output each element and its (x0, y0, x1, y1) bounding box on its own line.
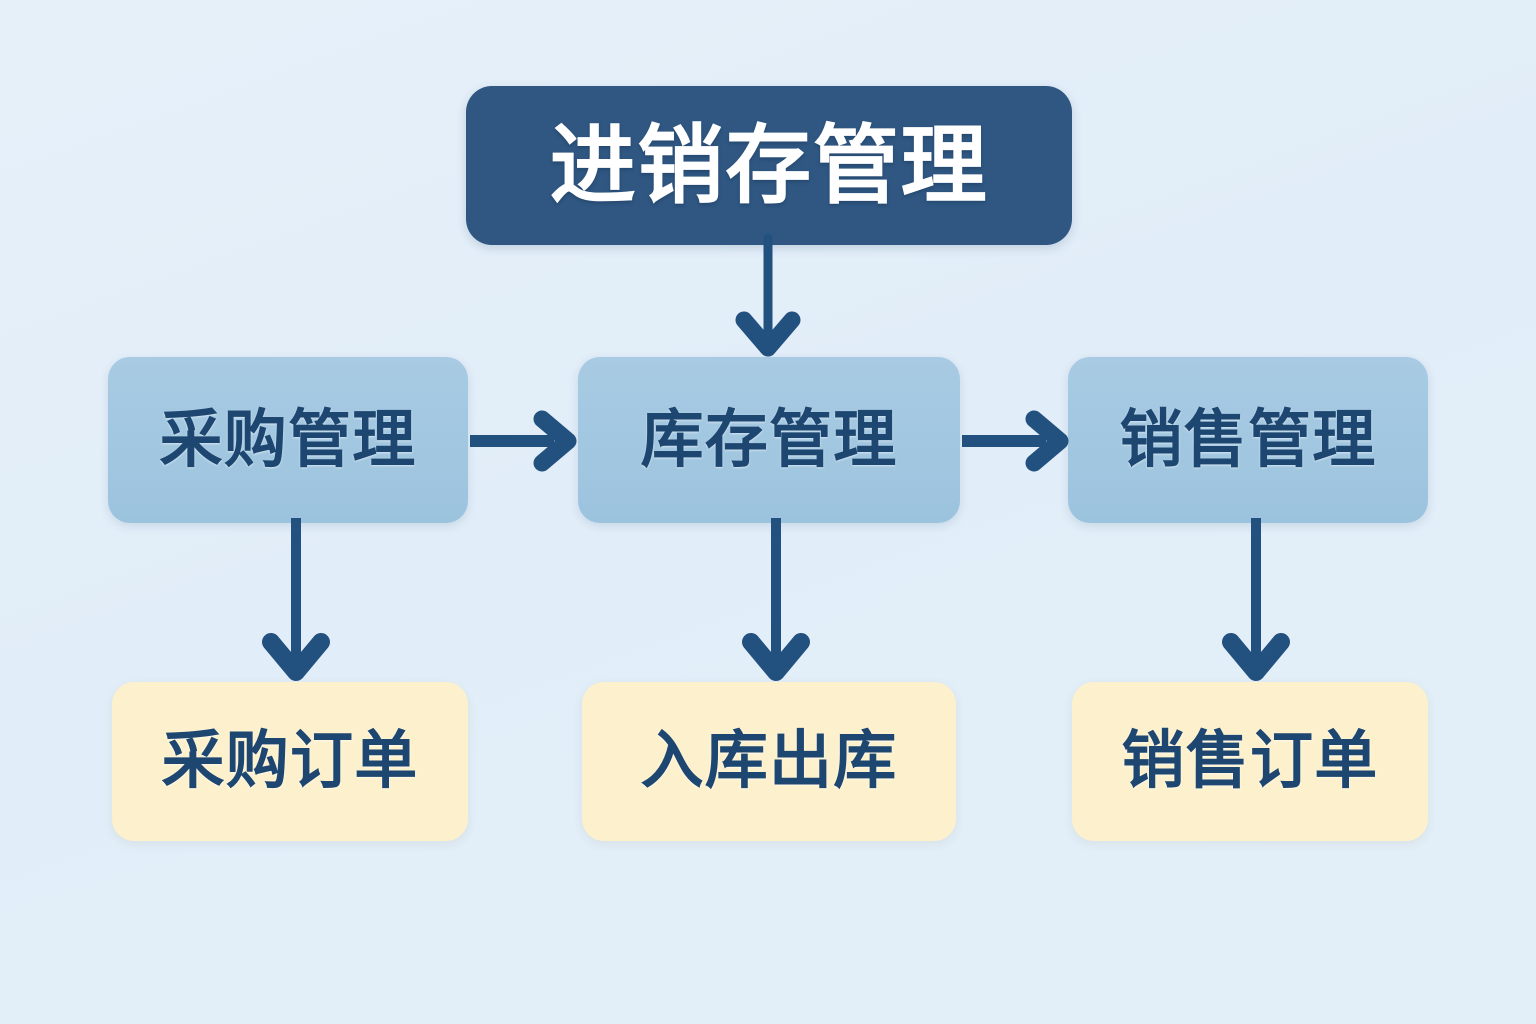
connector-purchase-to-inventory (470, 410, 580, 472)
node-sales-management[interactable]: 销售管理 (1068, 357, 1428, 523)
node-purchase-management[interactable]: 采购管理 (108, 357, 468, 523)
node-inventory-management[interactable]: 库存管理 (578, 357, 960, 523)
connector-sales-to-sales-order (1222, 518, 1290, 684)
node-inventory-management-label: 库存管理 (640, 404, 898, 475)
connector-inventory-to-stock-move (742, 518, 810, 684)
node-stock-in-out-label: 入库出库 (640, 726, 898, 796)
node-purchase-order-label: 采购订单 (161, 726, 419, 796)
connector-inventory-to-sales (962, 410, 1072, 472)
node-sales-order-label: 销售订单 (1121, 726, 1379, 796)
node-root-inventory-management[interactable]: 进销存管理 (466, 86, 1072, 245)
node-sales-management-label: 销售管理 (1119, 404, 1377, 475)
node-sales-order[interactable]: 销售订单 (1072, 682, 1428, 841)
node-purchase-management-label: 采购管理 (159, 404, 417, 475)
node-stock-in-out[interactable]: 入库出库 (582, 682, 956, 841)
node-root-label: 进销存管理 (549, 117, 989, 214)
connector-title-to-inventory (735, 233, 801, 360)
connector-purchase-to-purchase-order (262, 518, 330, 684)
node-purchase-order[interactable]: 采购订单 (112, 682, 468, 841)
